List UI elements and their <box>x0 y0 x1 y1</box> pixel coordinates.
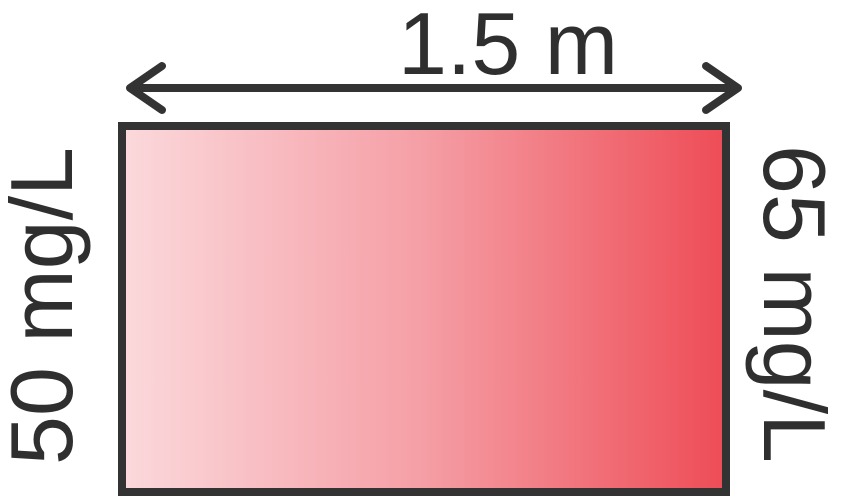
length-label: 1.5 m <box>398 0 618 93</box>
concentration-block <box>118 122 730 496</box>
double-headed-arrow-icon <box>126 62 742 114</box>
left-concentration-label: 50 mg/L <box>0 147 91 465</box>
arrow-head-right <box>702 62 742 114</box>
arrow-head-left <box>126 62 166 114</box>
right-concentration-label: 65 mg/L <box>745 145 844 463</box>
